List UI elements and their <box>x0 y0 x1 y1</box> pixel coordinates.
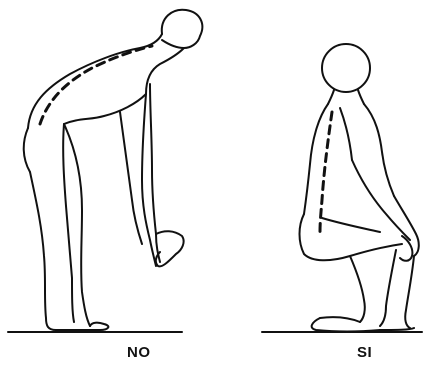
squat-figure <box>262 44 422 332</box>
squat-hips <box>300 214 403 260</box>
bent-front-arm <box>150 84 160 262</box>
bent-hips <box>24 128 30 172</box>
bent-head <box>162 10 203 48</box>
squat-spine-dashed <box>320 112 332 232</box>
squat-shins <box>380 250 396 326</box>
bent-feet <box>56 323 108 330</box>
bent-back-leg <box>30 172 56 330</box>
bent-back-arm <box>120 112 142 244</box>
correct-label: SI <box>357 344 372 361</box>
bent-back-figure <box>8 10 202 332</box>
squat-head <box>322 44 370 92</box>
incorrect-label: NO <box>127 344 151 361</box>
bent-spine-dashed <box>40 46 152 124</box>
